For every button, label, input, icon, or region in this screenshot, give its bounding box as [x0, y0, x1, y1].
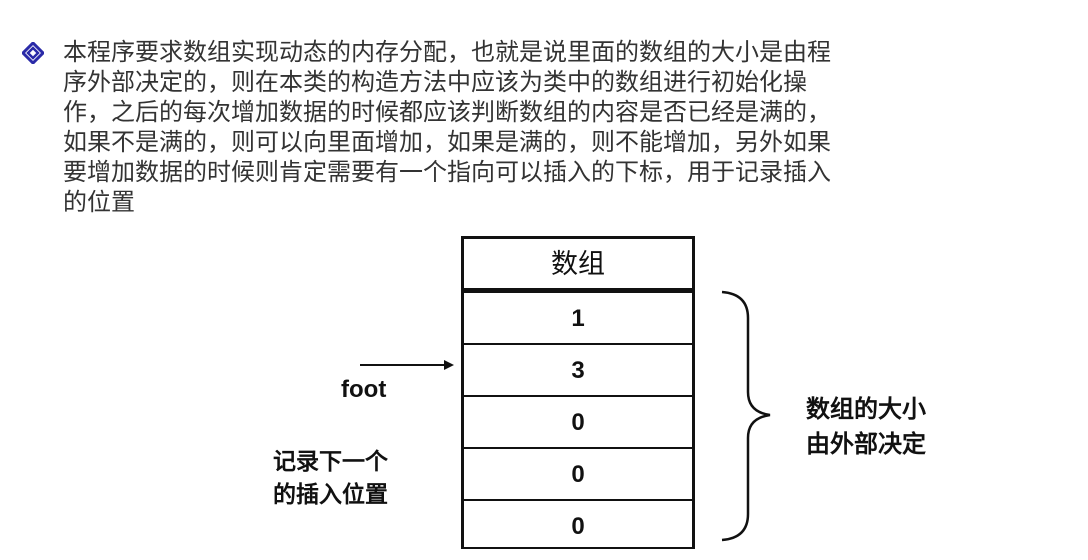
arrow-icon [360, 360, 454, 370]
array-cell: 1 [464, 293, 692, 345]
brace-note-line: 由外部决定 [806, 430, 926, 458]
brace-note-line: 数组的大小 [806, 395, 926, 423]
brace-icon [721, 290, 771, 542]
array-table: 数组 1 3 0 0 0 [461, 236, 695, 549]
paragraph-line: 的位置 [63, 188, 135, 216]
pointer-note-line: 的插入位置 [273, 482, 388, 508]
array-cell: 0 [464, 397, 692, 449]
pointer-note-line: 记录下一个 [273, 449, 388, 475]
array-cell: 0 [464, 449, 692, 501]
paragraph-line: 本程序要求数组实现动态的内存分配，也就是说里面的数组的大小是由程 [63, 38, 831, 66]
diamond-bullet-icon [22, 42, 44, 64]
foot-label: foot [341, 376, 387, 403]
description-paragraph: 本程序要求数组实现动态的内存分配，也就是说里面的数组的大小是由程 序外部决定的，… [63, 37, 1023, 217]
paragraph-line: 如果不是满的，则可以向里面增加，如果是满的，则不能增加，另外如果 [63, 128, 831, 156]
array-header: 数组 [464, 239, 692, 293]
paragraph-line: 序外部决定的，则在本类的构造方法中应该为类中的数组进行初始化操 [63, 68, 807, 96]
paragraph-line: 作，之后的每次增加数据的时候都应该判断数组的内容是否已经是满的， [63, 98, 831, 126]
paragraph-line: 要增加数据的时候则肯定需要有一个指向可以插入的下标，用于记录插入 [63, 158, 831, 186]
array-cell: 0 [571, 513, 585, 540]
array-cell: 3 [464, 345, 692, 397]
